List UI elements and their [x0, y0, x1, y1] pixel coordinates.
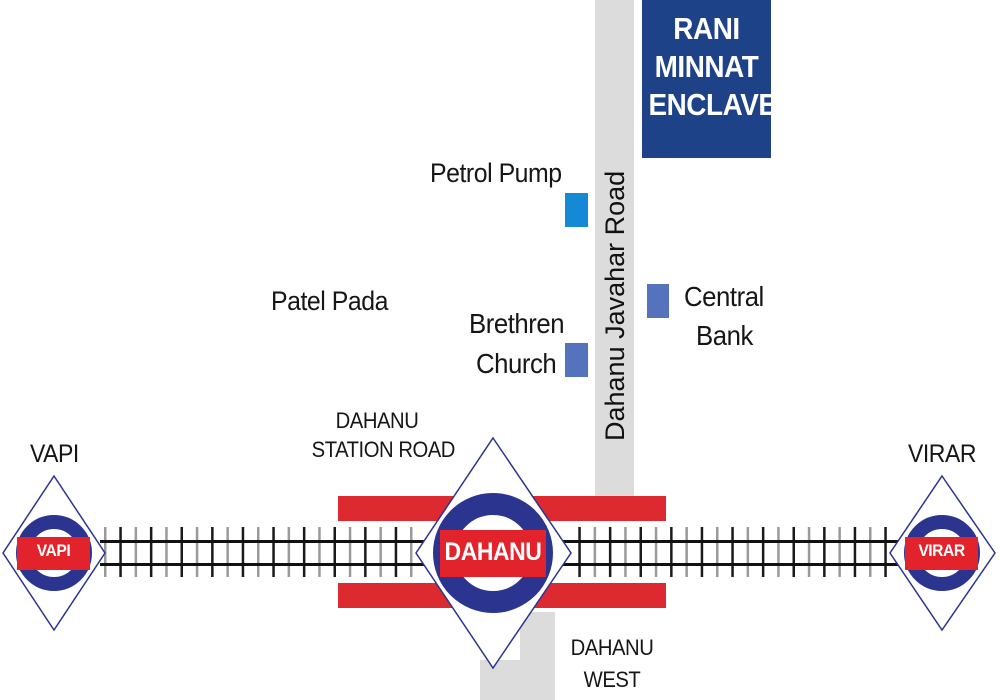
- station-badge-dahanu: DAHANU: [444, 538, 542, 566]
- railway-ties: [104, 527, 887, 577]
- station-virar[interactable]: [889, 474, 996, 632]
- road-name-javahar: Dahanu Javahar Road: [600, 170, 630, 441]
- javahar-road: [595, 0, 634, 497]
- petrol-pump-marker[interactable]: [565, 193, 588, 227]
- station-name-virar: VIRAR: [908, 440, 976, 468]
- rani-minnat-enclave-block[interactable]: RANI MINNAT ENCLAVE: [642, 0, 777, 158]
- station-dahanu[interactable]: [415, 436, 572, 670]
- label-dahanu-station-road-line2: STATION ROAD: [311, 437, 456, 462]
- central-bank-marker[interactable]: [647, 284, 669, 318]
- label-brethren-church-line2: Church: [476, 348, 557, 379]
- label-petrol-pump: Petrol Pump: [430, 158, 562, 188]
- label-dahanu-west-line2: WEST: [583, 667, 641, 692]
- label-dahanu-west-line1: DAHANU: [570, 635, 654, 660]
- brethren-church-marker[interactable]: [565, 343, 588, 377]
- enclave-line-1: RANI: [673, 11, 740, 46]
- station-name-vapi: VAPI: [30, 440, 79, 468]
- enclave-line-2: MINNAT: [654, 49, 759, 84]
- station-badge-vapi: VAPI: [36, 541, 71, 560]
- label-brethren-church-line1: Brethren: [469, 308, 565, 339]
- label-dahanu-station-road-line1: DAHANU: [335, 408, 419, 433]
- dahanu-west-road: [480, 612, 555, 700]
- enclave-line-3: ENCLAVE: [648, 87, 777, 122]
- label-central-bank-line2: Bank: [696, 320, 753, 351]
- station-badge-virar: VIRAR: [918, 541, 965, 560]
- station-vapi[interactable]: [2, 474, 106, 632]
- label-patel-pada: Patel Pada: [271, 286, 388, 316]
- label-central-bank-line1: Central: [684, 281, 764, 312]
